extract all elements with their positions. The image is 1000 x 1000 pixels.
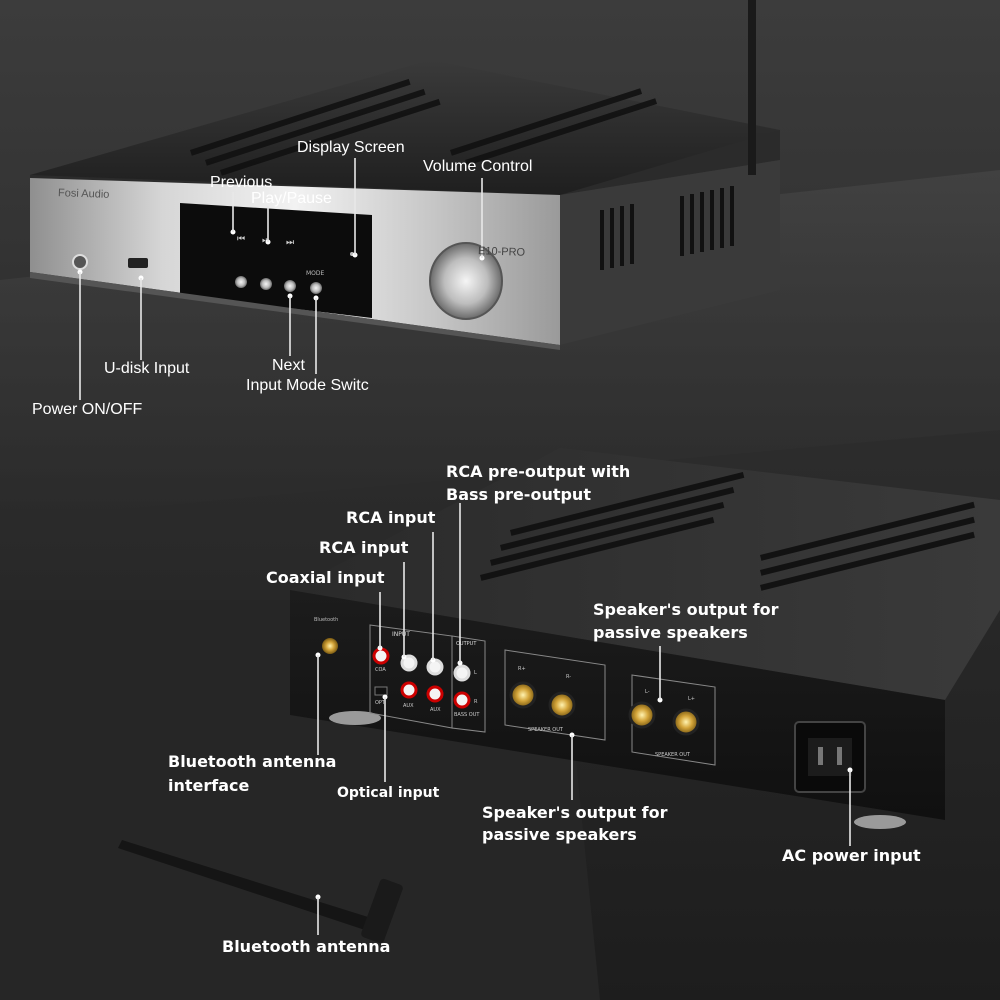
label-rca-input-2: RCA input (319, 538, 409, 557)
coa-text: COA (375, 667, 386, 673)
rca-output-white[interactable] (453, 664, 471, 682)
label-optical-input: Optical input (337, 785, 440, 801)
speaker-terminal-r-minus[interactable] (548, 691, 576, 719)
input-panel-text: INPUT (392, 631, 410, 638)
rca-input-1-red[interactable] (400, 681, 418, 699)
volume-knob[interactable] (429, 242, 503, 320)
svg-text:⏭: ⏭ (286, 238, 294, 248)
leader-lines (77, 158, 853, 935)
bluetooth-antenna-interface[interactable] (322, 638, 338, 654)
bass-out-text: BASS OUT (454, 712, 480, 718)
label-next: Next (272, 357, 305, 374)
rear-top-vents (480, 471, 975, 591)
label-rca-pre-output-line1: RCA pre-output with (446, 462, 631, 481)
rca-input-2-white[interactable] (426, 658, 444, 676)
play-pause-button[interactable] (260, 278, 272, 290)
rca-input-1-white[interactable] (400, 654, 418, 672)
label-ac-power-input: AC power input (782, 846, 921, 865)
model-text: E10-PRO (477, 245, 526, 259)
label-bluetooth-antenna-interface-line2: interface (168, 776, 250, 795)
side-panel (560, 160, 780, 345)
label-volume-control: Volume Control (423, 158, 533, 175)
label-play-pause: Play/Pause (251, 190, 332, 207)
antenna-rod (748, 0, 756, 175)
side-vents (600, 186, 734, 270)
r-minus-text: R- (566, 674, 572, 680)
r-text: R (474, 699, 478, 705)
label-speaker-output-bottom-line2: passive speakers (482, 825, 637, 844)
label-speaker-output-top-line1: Speaker's output for (593, 600, 779, 619)
label-rca-input-1: RCA input (346, 508, 436, 527)
svg-text:⏮: ⏮ (237, 234, 245, 244)
previous-button[interactable] (235, 276, 247, 288)
front-amplifier: ⏮ ⏯ ⏭ (30, 0, 780, 350)
r-plus-text: R+ (518, 666, 526, 672)
speaker-out-text-2: SPEAKER OUT (655, 752, 690, 758)
mode-button[interactable] (310, 282, 322, 294)
rca-output-red[interactable] (453, 691, 471, 709)
label-speaker-output-bottom-line1: Speaker's output for (482, 803, 668, 822)
label-previous: Previous (210, 174, 273, 191)
rear-panel (290, 590, 945, 820)
mode-button-text: MODE (306, 270, 325, 277)
output-panel-text: OUTPUT (456, 641, 477, 647)
l-plus-text: L+ (688, 696, 695, 702)
speaker-terminal-l-plus[interactable] (672, 708, 700, 736)
bluetooth-port-text: Bluetooth (314, 617, 339, 623)
optical-port[interactable] (374, 686, 388, 696)
label-power-on-off: Power ON/OFF (32, 401, 143, 418)
top-vents (190, 78, 658, 176)
rear-amplifier (290, 448, 1000, 829)
label-u-disk-input: U-disk Input (104, 360, 190, 377)
label-rca-pre-output-line2: Bass pre-output (446, 485, 591, 504)
aux2-text: AUX (430, 707, 441, 713)
usb-port[interactable] (128, 258, 148, 268)
label-input-mode-switch: Input Mode Switc (246, 377, 369, 394)
opt-text: OPT (375, 700, 386, 706)
display-screen (180, 203, 372, 318)
label-display-screen: Display Screen (297, 139, 405, 156)
label-coaxial-input: Coaxial input (266, 568, 385, 587)
power-button[interactable] (72, 254, 88, 270)
brand-text: Fosi Audio (57, 187, 110, 201)
next-button[interactable] (284, 280, 296, 292)
rear-top-cover (290, 448, 1000, 700)
speaker-out-text-1: SPEAKER OUT (528, 727, 563, 733)
speaker-terminal-r-plus[interactable] (509, 681, 537, 709)
svg-text:⏯: ⏯ (262, 236, 269, 246)
label-bluetooth-antenna-interface-line1: Bluetooth antenna (168, 752, 337, 771)
rca-input-2-red[interactable] (426, 685, 444, 703)
l-minus-text: L- (645, 689, 650, 695)
aux1-text: AUX (403, 703, 414, 709)
label-speaker-output-top-line2: passive speakers (593, 623, 748, 642)
coaxial-jack[interactable] (372, 647, 390, 665)
speaker-terminal-l-minus[interactable] (628, 701, 656, 729)
label-bluetooth-antenna: Bluetooth antenna (222, 937, 391, 956)
l-text: L (474, 670, 477, 676)
